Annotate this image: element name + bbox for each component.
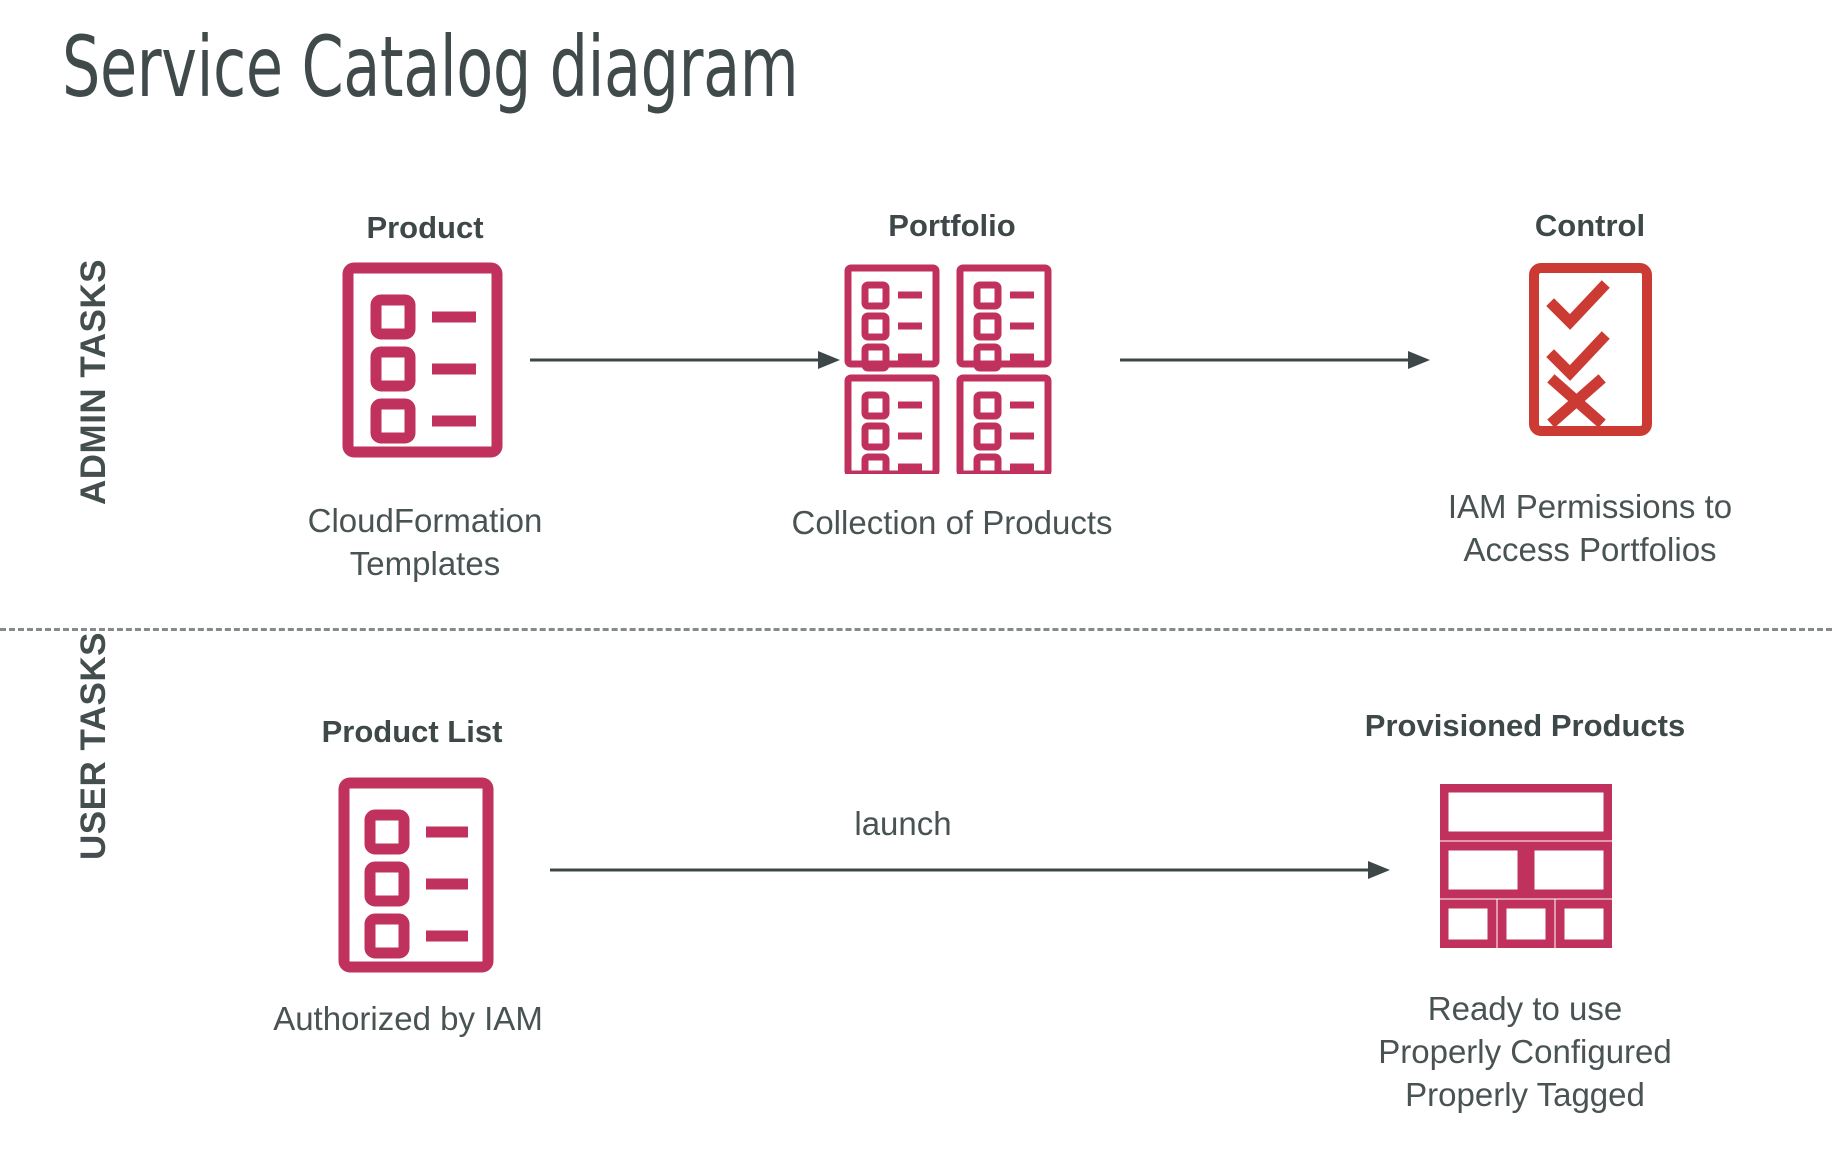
section-label-user-tasks: USER TASKS: [74, 632, 113, 860]
node-heading-portfolio: Portfolio: [888, 208, 1016, 243]
arrow-launch: [550, 858, 1390, 887]
section-divider: [0, 628, 1832, 631]
node-caption-provisioned-products: Ready to use Properly Configured Properl…: [1378, 990, 1672, 1113]
node-caption-portfolio: Collection of Products: [791, 504, 1113, 541]
node-caption-control: IAM Permissions to Access Portfolios: [1447, 488, 1733, 568]
arrow-label-launch: launch: [854, 805, 952, 842]
checklist-document-icon: [340, 260, 505, 460]
arrow-portfolio-to-control: [1120, 348, 1430, 377]
node-heading-product: Product: [366, 210, 484, 245]
blocks-dashboard-icon: [1440, 784, 1612, 948]
node-heading-control: Control: [1534, 208, 1646, 243]
node-heading-product-list: Product List: [321, 714, 503, 749]
node-heading-provisioned-products: Provisioned Products: [1364, 708, 1686, 743]
page-title: Service Catalog diagram: [62, 18, 799, 116]
node-caption-product-list: Authorized by IAM: [273, 1000, 543, 1037]
checklist-document-icon: [336, 775, 496, 975]
arrow-product-to-portfolio: [530, 348, 840, 377]
node-caption-product: CloudFormation Templates: [307, 502, 543, 582]
section-label-admin-tasks: ADMIN TASKS: [74, 259, 113, 505]
checkmarks-document-icon: [1528, 262, 1653, 437]
portfolio-grid-icon: [840, 262, 1060, 474]
